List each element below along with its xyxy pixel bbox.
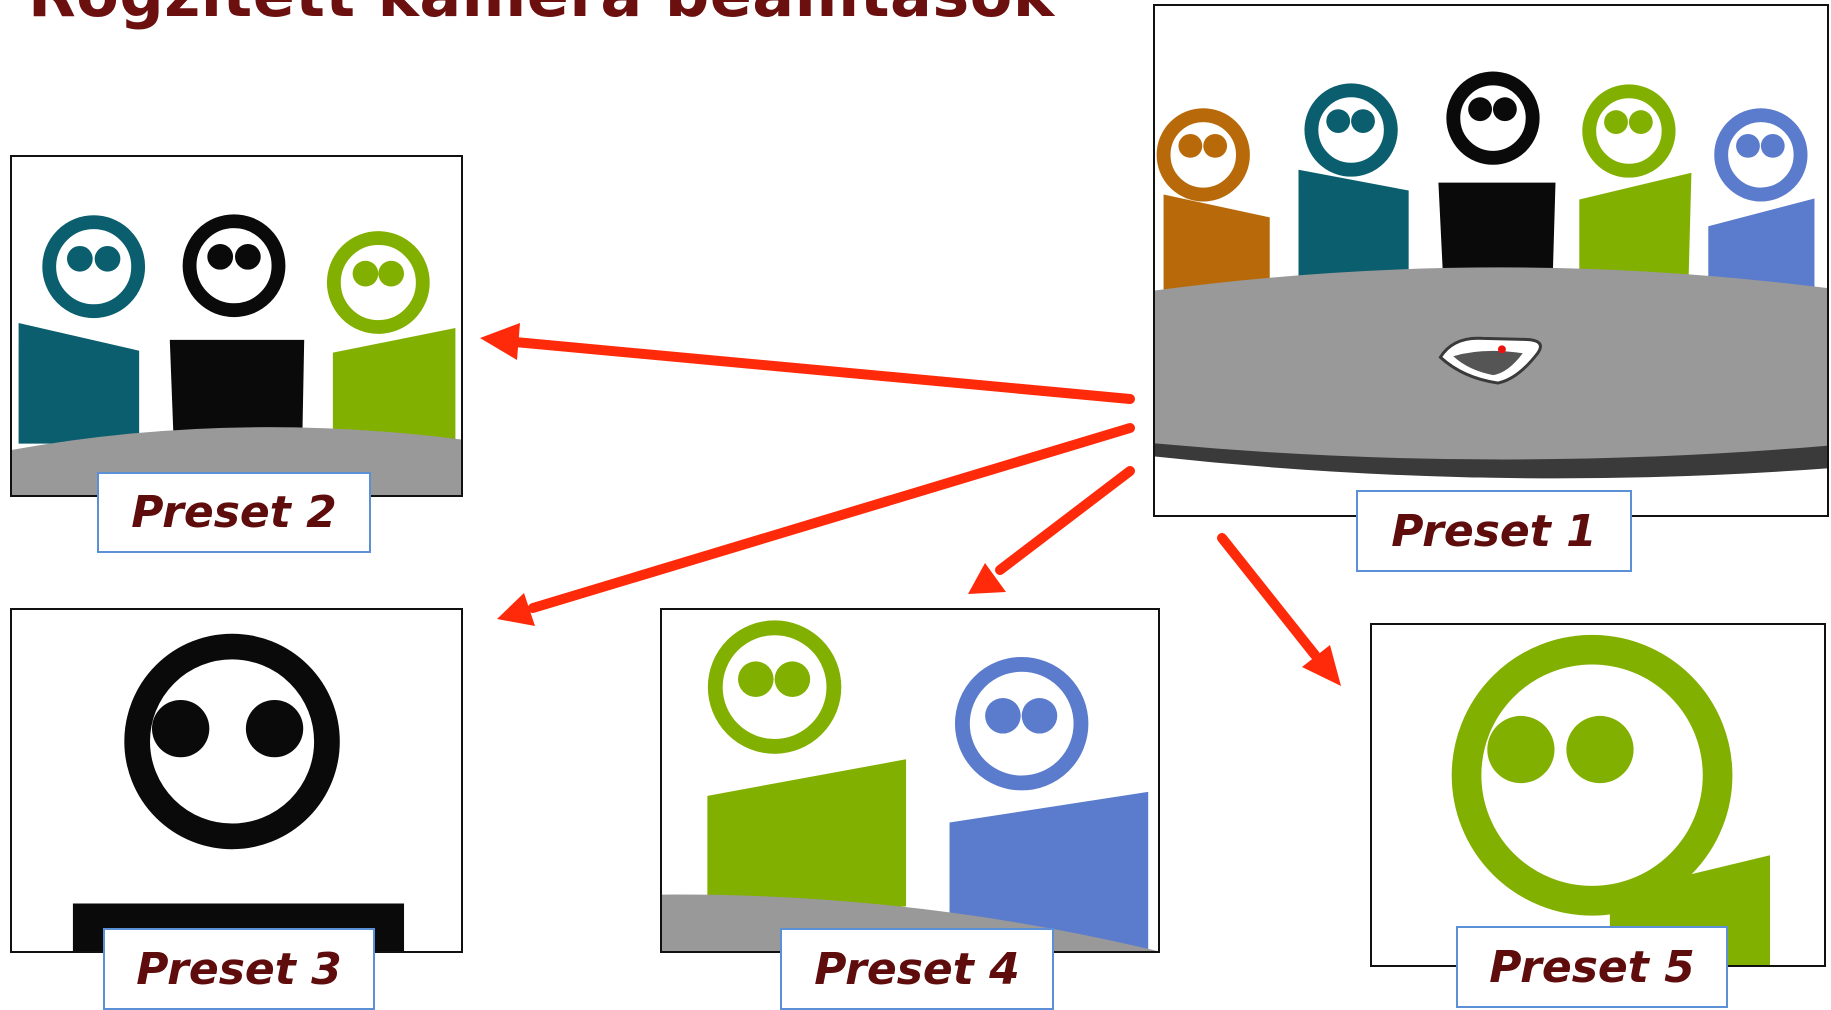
person-icon <box>18 215 146 444</box>
preset-5-panel <box>1370 623 1826 967</box>
preset-1-scene <box>1155 71 1827 479</box>
preset-2-scene <box>12 214 461 495</box>
preset-1-panel <box>1153 4 1829 517</box>
person-icon <box>1438 71 1556 284</box>
preset-5-scene <box>1451 634 1770 965</box>
arrow-icon <box>1217 533 1341 686</box>
preset-2-label: Preset 2 <box>97 472 371 553</box>
preset-2-panel <box>10 155 463 497</box>
person-icon <box>169 214 305 444</box>
person-icon <box>1156 108 1270 304</box>
arrow-icon <box>497 423 1135 626</box>
person-icon <box>1708 108 1815 304</box>
preset-1-label: Preset 1 <box>1356 490 1632 572</box>
preset-4-panel <box>660 608 1160 953</box>
preset-3-scene <box>72 633 405 951</box>
preset-3-label: Preset 3 <box>103 928 375 1010</box>
person-icon <box>1298 83 1409 284</box>
person-icon <box>1451 634 1770 965</box>
person-icon <box>707 620 907 907</box>
arrow-icon <box>968 466 1135 594</box>
arrow-icon <box>480 323 1135 404</box>
slide-title: Rögzített kamera beállítások <box>28 0 1055 31</box>
preset-3-panel <box>10 608 463 953</box>
person-icon <box>326 231 456 444</box>
person-icon <box>72 633 405 951</box>
conference-phone-icon <box>1438 336 1542 385</box>
person-icon <box>949 656 1149 951</box>
preset-4-scene <box>662 620 1158 951</box>
preset-4-label: Preset 4 <box>780 928 1054 1010</box>
person-icon <box>1579 84 1692 284</box>
preset-5-label: Preset 5 <box>1456 926 1728 1008</box>
